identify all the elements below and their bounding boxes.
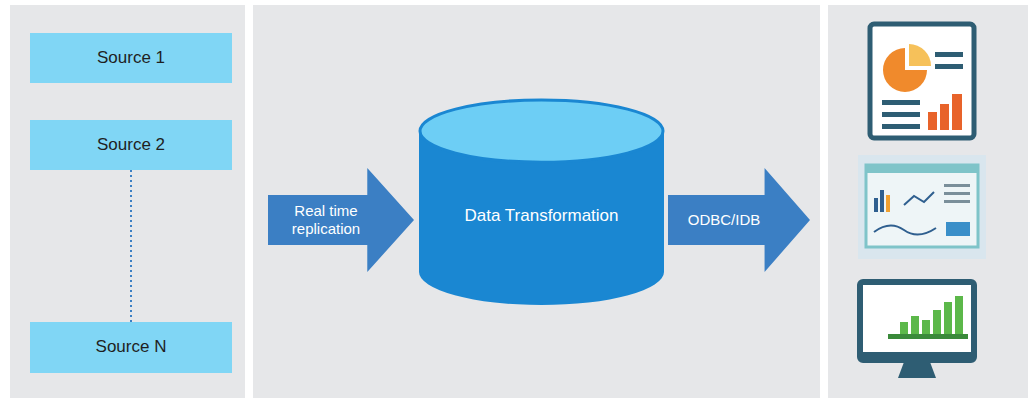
source-panel xyxy=(10,5,245,398)
monitor-icon xyxy=(860,282,974,378)
node-label: Source 2 xyxy=(97,135,165,155)
node-label: Source 1 xyxy=(97,48,165,68)
source-box: Source 2 xyxy=(30,120,232,170)
node-label: Source N xyxy=(96,337,167,357)
arrow-node: ODBC/IDB xyxy=(668,168,810,272)
report-icon xyxy=(870,24,974,138)
process-panel xyxy=(253,5,820,398)
arrow-node: Real time replication xyxy=(268,168,414,272)
source-box: Source N xyxy=(30,322,232,373)
output-panel xyxy=(828,5,1028,398)
dotted-connector xyxy=(131,170,132,322)
source-box: Source 1 xyxy=(30,33,232,83)
node-label: Data Transformation xyxy=(464,206,618,226)
database-cylinder xyxy=(418,98,665,305)
database-node: Data Transformation xyxy=(418,98,665,305)
node-label: Real time replication xyxy=(276,202,376,238)
dashboard-icon xyxy=(858,155,986,259)
node-label: ODBC/IDB xyxy=(688,211,761,229)
